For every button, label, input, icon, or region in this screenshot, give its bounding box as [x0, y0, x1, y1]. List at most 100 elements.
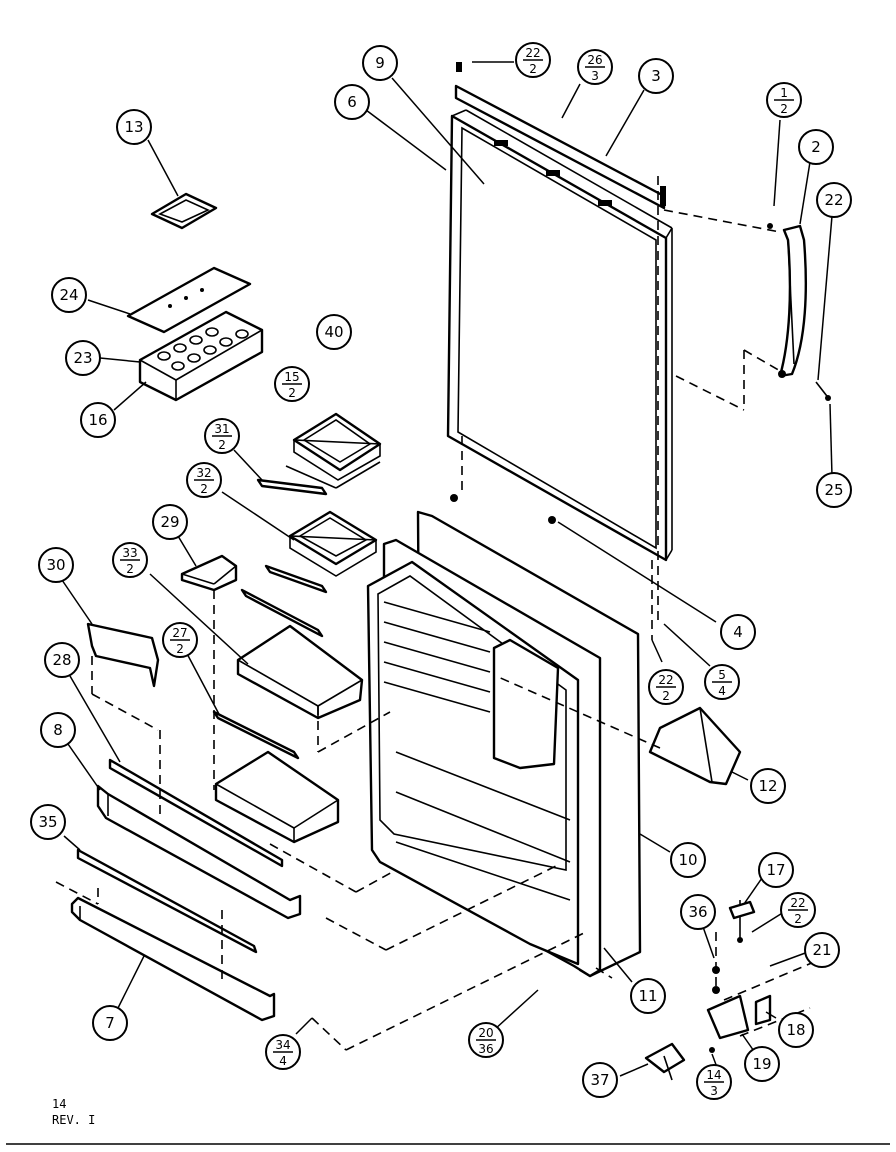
callout-19: 19 — [744, 1046, 780, 1082]
callout-18: 18 — [778, 1012, 814, 1048]
callout-15-2: 15 2 — [274, 366, 310, 402]
door-shelf-33 — [236, 624, 364, 720]
svg-text:12: 12 — [758, 777, 777, 795]
door-panel — [446, 109, 673, 562]
svg-text:5: 5 — [718, 668, 726, 682]
svg-text:10: 10 — [678, 851, 697, 869]
bracket-30 — [86, 622, 160, 731]
callout-29: 29 — [152, 504, 188, 540]
dairy-cover-12 — [648, 706, 742, 786]
svg-text:29: 29 — [160, 513, 179, 531]
svg-text:2: 2 — [780, 102, 788, 116]
svg-text:2: 2 — [794, 912, 802, 926]
hinge-assembly — [644, 900, 815, 1081]
svg-text:4: 4 — [733, 623, 743, 641]
callout-17: 17 — [758, 852, 794, 888]
svg-text:8: 8 — [53, 721, 63, 739]
svg-text:20: 20 — [478, 1026, 493, 1040]
door-bin-middle — [288, 510, 378, 577]
svg-text:15: 15 — [284, 370, 299, 384]
svg-text:4: 4 — [279, 1054, 287, 1068]
callout-13: 13 — [116, 109, 152, 145]
svg-text:2: 2 — [529, 62, 537, 76]
ice-bin-lid — [126, 266, 252, 334]
shelf-rail-28 — [108, 758, 284, 868]
shelf-rail-35 — [76, 848, 258, 954]
svg-text:2: 2 — [662, 689, 670, 703]
svg-text:3: 3 — [591, 69, 599, 83]
svg-text:13: 13 — [124, 118, 143, 136]
svg-text:14: 14 — [706, 1068, 721, 1082]
door-handle — [675, 223, 831, 411]
callout-5-4: 5 4 — [704, 664, 740, 700]
svg-text:27: 27 — [172, 626, 187, 640]
callout-37: 37 — [582, 1062, 618, 1098]
svg-text:19: 19 — [752, 1055, 771, 1073]
callout-28: 28 — [44, 642, 80, 678]
svg-text:3: 3 — [710, 1084, 718, 1098]
callout-40: 40 — [316, 314, 352, 350]
svg-text:36: 36 — [478, 1042, 493, 1056]
callout-33-2: 33 2 — [112, 542, 148, 578]
svg-text:37: 37 — [590, 1071, 609, 1089]
callout-32-2: 32 2 — [186, 462, 222, 498]
svg-text:2: 2 — [126, 562, 134, 576]
callout-20-36: 20 36 — [468, 1022, 504, 1058]
callout-7: 7 — [92, 1005, 128, 1041]
callout-10: 10 — [670, 842, 706, 878]
svg-text:26: 26 — [587, 53, 602, 67]
callout-8: 8 — [40, 712, 76, 748]
svg-text:22: 22 — [658, 673, 673, 687]
svg-text:28: 28 — [52, 651, 71, 669]
callout-34-4: 34 4 — [265, 1034, 301, 1070]
callout-36: 36 — [680, 894, 716, 930]
svg-text:22: 22 — [824, 191, 843, 209]
svg-text:34: 34 — [275, 1038, 290, 1052]
leader-lines — [61, 61, 833, 1077]
svg-text:3: 3 — [651, 67, 661, 85]
assembly-guides — [269, 436, 661, 1051]
callout-3: 3 — [638, 58, 674, 94]
svg-text:23: 23 — [73, 349, 92, 367]
callout-9: 9 — [362, 45, 398, 81]
svg-text:18: 18 — [786, 1021, 805, 1039]
callout-23: 23 — [65, 340, 101, 376]
svg-text:1: 1 — [780, 86, 788, 100]
callout-22-2-top: 22 2 — [515, 42, 551, 78]
svg-text:30: 30 — [46, 556, 65, 574]
callout-12: 12 — [750, 768, 786, 804]
door-shelf-7 — [55, 730, 276, 1022]
callout-14-3: 14 3 — [696, 1064, 732, 1100]
callout-2: 2 — [798, 129, 834, 165]
callout-4: 4 — [720, 614, 756, 650]
svg-text:31: 31 — [214, 422, 229, 436]
door-shelf-27 — [213, 590, 340, 844]
shelf-bars — [212, 478, 328, 760]
svg-text:4: 4 — [718, 684, 726, 698]
svg-text:2: 2 — [200, 482, 208, 496]
svg-text:22: 22 — [525, 46, 540, 60]
svg-text:11: 11 — [638, 987, 657, 1005]
svg-text:24: 24 — [59, 286, 78, 304]
callout-24: 24 — [51, 277, 87, 313]
callout-11: 11 — [630, 978, 666, 1014]
callout-6: 6 — [334, 84, 370, 120]
svg-text:22: 22 — [790, 896, 805, 910]
svg-text:2: 2 — [218, 438, 226, 452]
callout-22-2-mid: 22 2 — [648, 669, 684, 705]
svg-text:6: 6 — [347, 93, 357, 111]
callout-22-2-low: 22 2 — [780, 892, 816, 928]
callout-16: 16 — [80, 402, 116, 438]
ice-tray — [138, 310, 264, 402]
svg-text:16: 16 — [88, 411, 107, 429]
svg-text:32: 32 — [196, 466, 211, 480]
svg-text:2: 2 — [176, 642, 184, 656]
callout-22-right: 22 — [816, 182, 852, 218]
top-hinge-bar — [454, 62, 781, 640]
callout-35: 35 — [30, 804, 66, 840]
callout-31-2: 31 2 — [204, 418, 240, 454]
callout-26-3: 26 3 — [577, 49, 613, 85]
svg-text:33: 33 — [122, 546, 137, 560]
